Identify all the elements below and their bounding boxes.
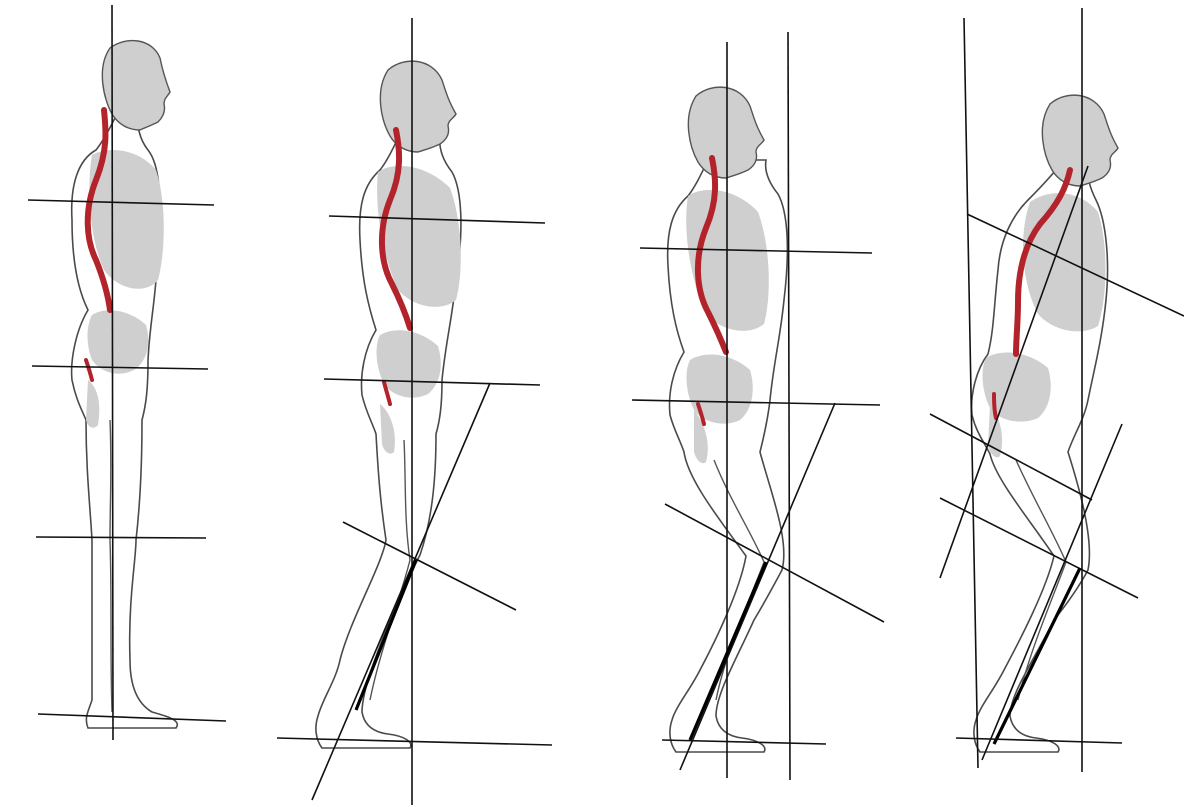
panel-slight-flexion (277, 18, 552, 805)
head (688, 87, 764, 178)
head (380, 61, 456, 152)
knee-line (36, 537, 206, 538)
vertical-plumb-line (112, 5, 113, 740)
sacrum-curve (994, 394, 996, 418)
panel-upright-stance (28, 5, 226, 740)
vertical-plumb-line-rear (788, 32, 790, 780)
panel-moderate-flexion (632, 32, 884, 780)
pelvis-organs (88, 310, 149, 373)
shin-axis-line (690, 562, 766, 740)
panel-forward-lean (930, 8, 1184, 772)
shin-axis-line (994, 568, 1080, 744)
head (1042, 95, 1118, 186)
